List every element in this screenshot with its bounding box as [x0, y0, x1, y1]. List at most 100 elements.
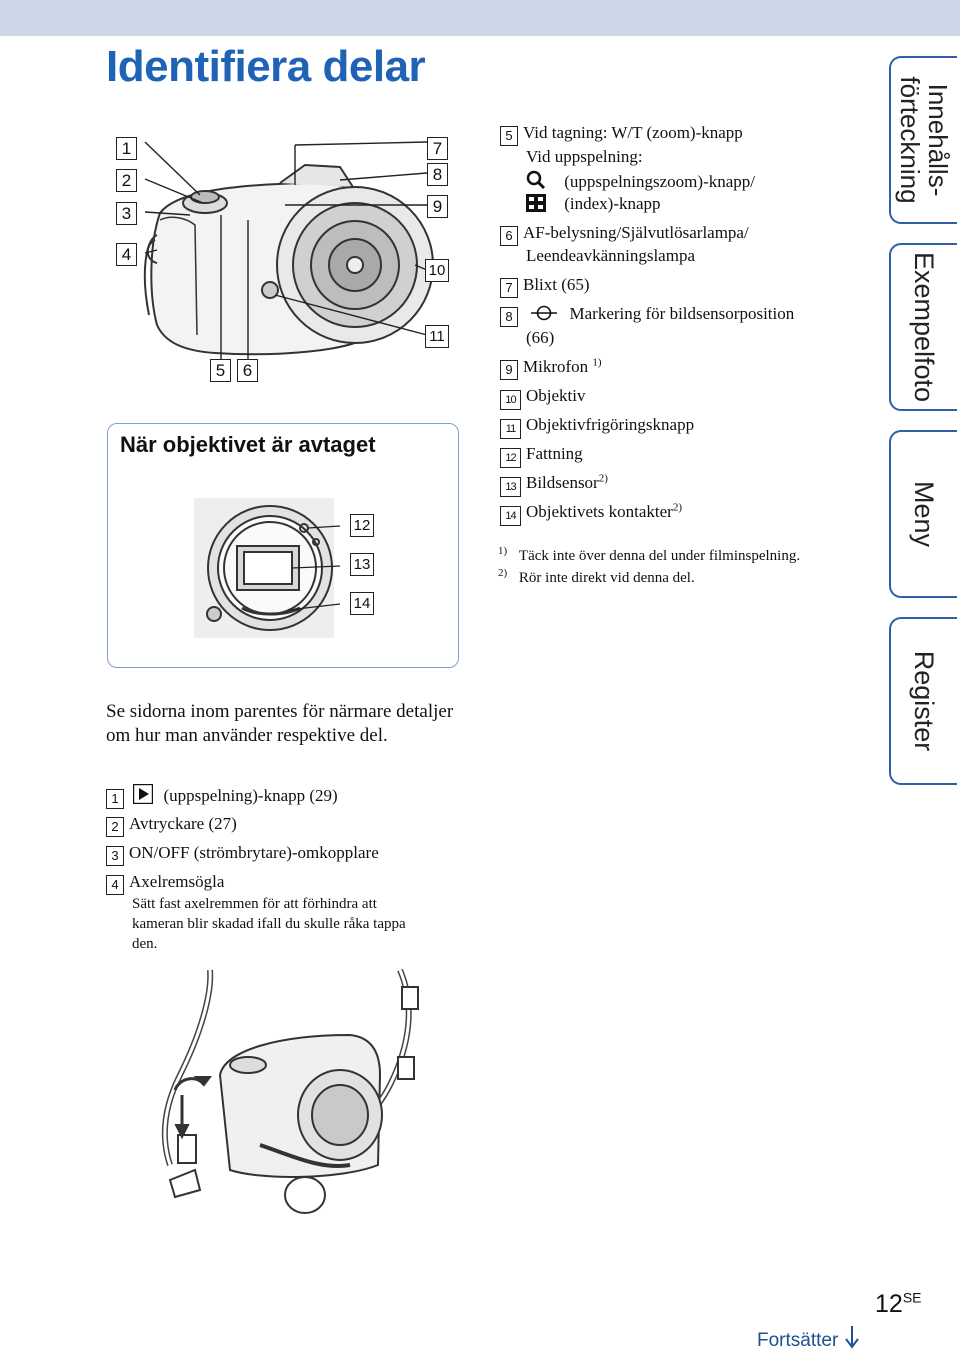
item-5-zoom-line: (uppspelningszoom)-knapp/ — [526, 170, 755, 193]
item-6-line1: AF-belysning/Självutlösarlampa/ — [523, 223, 749, 242]
callout-1: 1 — [116, 137, 137, 160]
item-3-text: ON/OFF (strömbrytare)-omkopplare — [129, 843, 379, 862]
item-5: 5 Vid tagning: W/T (zoom)-knapp — [500, 122, 743, 146]
footnote-2: 2) Rör inte direkt vid denna del. — [498, 568, 695, 588]
callout-4: 4 — [116, 243, 137, 266]
callout-12: 12 — [350, 514, 374, 537]
callout-5: 5 — [210, 359, 231, 382]
tab-contents-label: Innehålls- förteckning — [895, 76, 953, 204]
tab-index[interactable]: Register — [889, 617, 957, 785]
magnifier-icon — [526, 170, 546, 190]
item-5-number: 5 — [500, 126, 518, 146]
item-8: 8 Markering för bildsensorposition — [500, 303, 794, 327]
tab-index-label: Register — [909, 650, 939, 752]
item-6-line2: Leendeavkänningslampa — [526, 246, 695, 265]
strap-note-line1: Sätt fast axelremmen för att förhindra a… — [132, 896, 377, 912]
item-10-text: Objektiv — [526, 386, 586, 405]
lens-mount-illustration — [194, 498, 341, 638]
footnote-1: 1) Täck inte över denna del under filmin… — [498, 546, 800, 566]
callout-10: 10 — [425, 259, 449, 282]
footnote-2-mark: 2) — [498, 567, 508, 579]
item-9-number: 9 — [500, 360, 518, 380]
item-10-number: 10 — [500, 390, 521, 410]
item-8-text2: (66) — [526, 328, 555, 347]
tab-contents-line1: Innehålls- — [923, 83, 953, 197]
item-14-text: Objektivets kontakter — [526, 502, 673, 521]
play-icon — [133, 784, 154, 804]
continue-label: Fortsätter — [757, 1330, 839, 1351]
callout-9: 9 — [427, 195, 448, 218]
footnote-1-text: Täck inte över denna del under filminspe… — [518, 548, 801, 564]
item-4-number: 4 — [106, 875, 124, 895]
callout-7: 7 — [427, 137, 448, 160]
item-9-footnote-ref: 1) — [592, 356, 602, 369]
callout-2: 2 — [116, 169, 137, 192]
item-13-footnote-ref: 2) — [598, 472, 608, 485]
page-number-value: 12 — [875, 1290, 903, 1318]
footnote-2-text: Rör inte direkt vid denna del. — [518, 570, 695, 586]
callout-8: 8 — [427, 163, 448, 186]
page-number: 12SE — [875, 1290, 922, 1319]
footnote-1-mark: 1) — [498, 545, 508, 557]
index-grid-icon — [526, 194, 546, 212]
callout-3: 3 — [116, 202, 137, 225]
tab-contents[interactable]: Innehålls- förteckning — [889, 56, 957, 224]
item-5-index-line: (index)-knapp — [526, 193, 661, 215]
item-5-line4: (index)-knapp — [564, 194, 661, 213]
callout-14: 14 — [350, 592, 374, 615]
tab-example-photos[interactable]: Exempelfoto — [889, 243, 957, 411]
inset-title: När objektivet är avtaget — [120, 432, 376, 457]
tab-example-photos-label: Exempelfoto — [909, 251, 939, 403]
strap-note-line2: kameran blir skadad ifall du skulle råka… — [132, 916, 406, 932]
strap-attachment-illustration — [161, 968, 419, 1214]
page-title: Identifiera delar — [106, 42, 426, 91]
item-13-number: 13 — [500, 477, 521, 497]
lens-removed-inset: När objektivet är avtaget 12 13 14 — [107, 423, 459, 668]
item-10: 10 Objektiv — [500, 385, 586, 410]
item-1-number: 1 — [106, 789, 124, 809]
item-3: 3 ON/OFF (strömbrytare)-omkopplare — [106, 842, 379, 866]
callout-11: 11 — [425, 325, 449, 348]
item-5-line3: (uppspelningszoom)-knapp/ — [564, 172, 755, 191]
item-11: 11 Objektivfrigöringsknapp — [500, 414, 694, 439]
item-7: 7 Blixt (65) — [500, 274, 590, 298]
item-5-line2: Vid uppspelning: — [526, 147, 643, 166]
item-2-number: 2 — [106, 817, 124, 837]
item-11-text: Objektivfrigöringsknapp — [526, 415, 695, 434]
item-1-text: (uppspelning)-knapp (29) — [163, 786, 338, 805]
page-number-suffix: SE — [902, 1289, 922, 1306]
item-11-number: 11 — [500, 419, 521, 439]
item-1: 1 (uppspelning)-knapp (29) — [106, 784, 338, 809]
item-2: 2 Avtryckare (27) — [106, 813, 237, 837]
tab-menu-label: Meny — [909, 480, 939, 548]
item-14: 14 Objektivets kontakter2) — [500, 501, 682, 526]
item-7-text: Blixt (65) — [523, 275, 590, 294]
item-8-number: 8 — [500, 307, 518, 327]
tab-menu[interactable]: Meny — [889, 430, 957, 598]
item-12-number: 12 — [500, 448, 521, 468]
item-3-number: 3 — [106, 846, 124, 866]
item-12: 12 Fattning — [500, 443, 583, 468]
item-6: 6 AF-belysning/Självutlösarlampa/ — [500, 222, 749, 246]
item-12-text: Fattning — [526, 444, 583, 463]
intro-paragraph: Se sidorna inom parentes för närmare det… — [106, 701, 454, 746]
continue-link[interactable]: Fortsätter — [757, 1325, 860, 1352]
item-7-number: 7 — [500, 278, 518, 298]
callout-6: 6 — [237, 359, 258, 382]
item-4-text: Axelremsögla — [129, 872, 225, 891]
item-8-text: Markering för bildsensorposition — [569, 304, 795, 323]
item-6-number: 6 — [500, 226, 518, 246]
tab-contents-line2: förteckning — [895, 76, 925, 204]
camera-illustration — [143, 141, 434, 360]
arrow-down-icon — [844, 1326, 859, 1349]
item-5-line1: Vid tagning: W/T (zoom)-knapp — [523, 123, 743, 142]
item-13: 13 Bildsensor2) — [500, 472, 608, 497]
callout-13: 13 — [350, 553, 374, 576]
strap-note-line3: den. — [132, 936, 158, 952]
item-14-footnote-ref: 2) — [672, 501, 682, 514]
item-13-text: Bildsensor — [526, 473, 599, 492]
item-2-text: Avtryckare (27) — [129, 814, 237, 833]
item-14-number: 14 — [500, 506, 521, 526]
sensor-position-icon — [531, 305, 558, 321]
